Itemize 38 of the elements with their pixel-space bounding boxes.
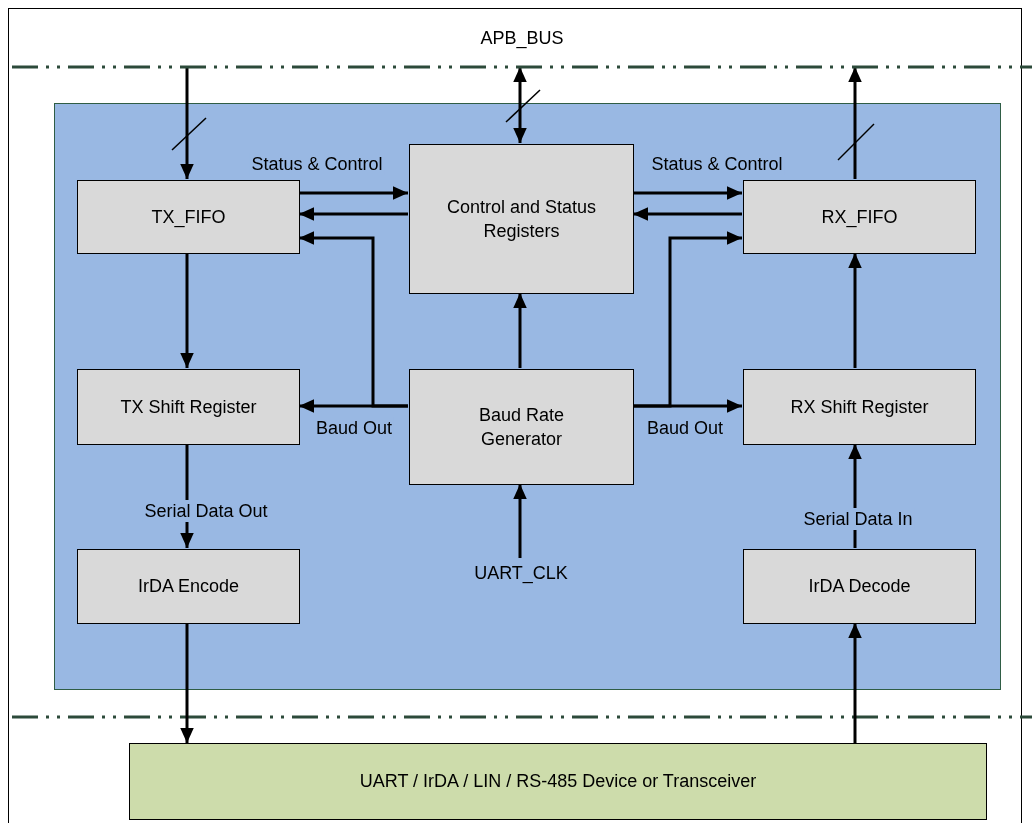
arrow bbox=[633, 207, 742, 221]
block-title: TX_FIFO bbox=[151, 205, 226, 230]
block-title: RX Shift Register bbox=[790, 395, 929, 419]
block-title: TX Shift Register bbox=[120, 395, 257, 419]
arrow bbox=[848, 623, 862, 743]
arrow bbox=[513, 484, 527, 558]
block-title: IrDA Decode bbox=[808, 575, 911, 599]
block-title: UART / IrDA / LIN / RS-485 Device or Transceiver bbox=[359, 770, 757, 794]
block-box bbox=[743, 180, 976, 254]
block-box bbox=[77, 549, 300, 624]
arrow bbox=[180, 253, 194, 368]
block-box bbox=[743, 549, 976, 624]
block-box bbox=[77, 369, 300, 445]
block-title: Baud Rate Generator bbox=[477, 403, 566, 451]
arrow bbox=[513, 67, 527, 143]
arrow bbox=[848, 253, 862, 368]
block-title: APB_BUS bbox=[480, 27, 564, 51]
block-box bbox=[409, 144, 634, 294]
arrow bbox=[180, 67, 194, 179]
block-box bbox=[743, 369, 976, 445]
arrow bbox=[299, 399, 408, 413]
arrow bbox=[633, 399, 742, 413]
block-title: RX_FIFO bbox=[821, 205, 898, 230]
device-box bbox=[129, 743, 987, 820]
block-box bbox=[409, 369, 634, 485]
block-title: Control and Status Registers bbox=[445, 195, 598, 243]
block-title: IrDA Encode bbox=[137, 575, 240, 599]
block-title: UART_CLK bbox=[474, 561, 568, 586]
arrow bbox=[513, 293, 527, 368]
arrow bbox=[633, 186, 742, 200]
arrow bbox=[299, 207, 408, 221]
subsystem-panel bbox=[54, 103, 1001, 690]
arrow bbox=[848, 67, 862, 179]
block-box bbox=[77, 180, 300, 254]
edge-label: Serial Data Out bbox=[142, 500, 270, 522]
edge-label: Serial Data In bbox=[801, 508, 915, 530]
arrow bbox=[180, 623, 194, 743]
arrow bbox=[299, 186, 408, 200]
